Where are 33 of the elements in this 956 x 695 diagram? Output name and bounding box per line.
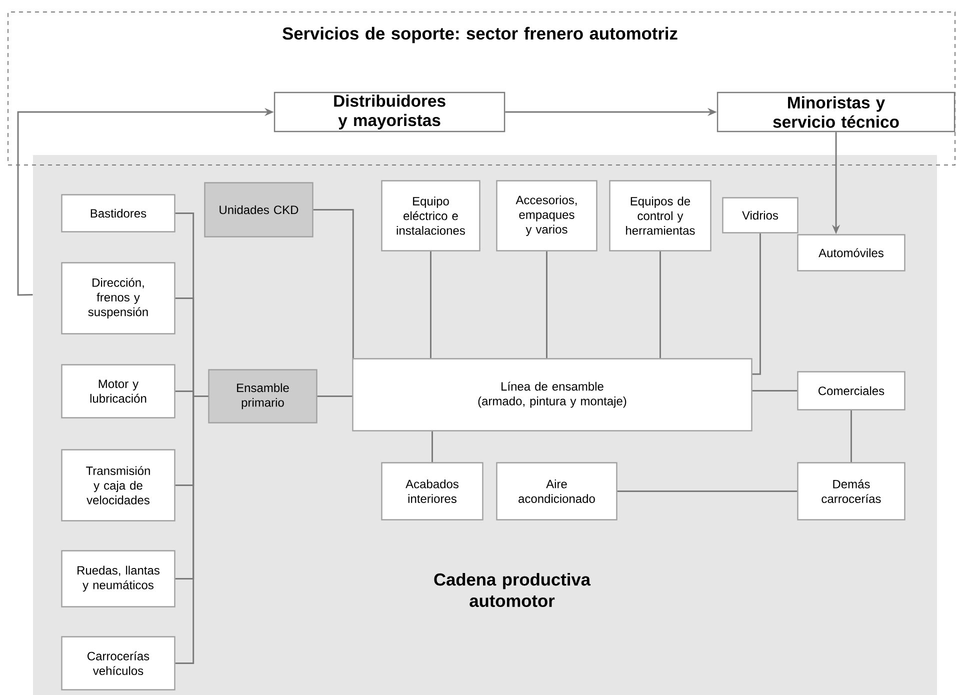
process-box: Vidrios <box>722 197 798 234</box>
connector-line <box>752 233 761 375</box>
process-box: Accesorios, empaques y varios <box>496 180 598 252</box>
process-box: Minoristas y servicio técnico <box>716 92 956 132</box>
connector-line <box>430 251 432 358</box>
region-title: Cadena productiva automotor <box>434 572 591 608</box>
process-box: Distribuidores y mayoristas <box>274 92 506 132</box>
connector-line <box>850 410 852 462</box>
process-box: Carrocerías vehículos <box>61 636 176 690</box>
process-box: Línea de ensamble (armado, pintura y montaje) <box>352 358 752 432</box>
connector-line <box>660 251 661 358</box>
region-title: Servicios de soporte: sector frenero automotriz <box>282 26 678 44</box>
process-box: Aire acondicionado <box>496 462 618 520</box>
connector-line <box>752 390 798 392</box>
process-box: Equipo eléctrico e instalaciones <box>381 180 480 252</box>
process-box: Ensamble primario <box>208 369 318 424</box>
process-box: Ruedas, llantas y neumáticos <box>61 550 176 608</box>
connector-line <box>617 490 798 492</box>
process-box: Comerciales <box>797 371 906 410</box>
connector-line <box>175 396 208 664</box>
process-box: Unidades CKD <box>204 182 314 238</box>
connector-line <box>546 251 548 358</box>
process-box: Demás carrocerías <box>797 462 906 520</box>
process-box: Equipos de control y herramientas <box>609 180 712 252</box>
connector-line <box>432 431 433 462</box>
connector-line <box>313 209 354 358</box>
process-box: Acabados interiores <box>381 462 484 520</box>
process-box: Transmisión y caja de velocidades <box>61 449 176 522</box>
process-box: Motor y lubricación <box>61 364 176 418</box>
process-box: Dirección, frenos y suspensión <box>61 262 176 334</box>
connector-line <box>317 396 352 397</box>
process-box: Bastidores <box>61 194 176 232</box>
process-box: Automóviles <box>797 234 906 272</box>
